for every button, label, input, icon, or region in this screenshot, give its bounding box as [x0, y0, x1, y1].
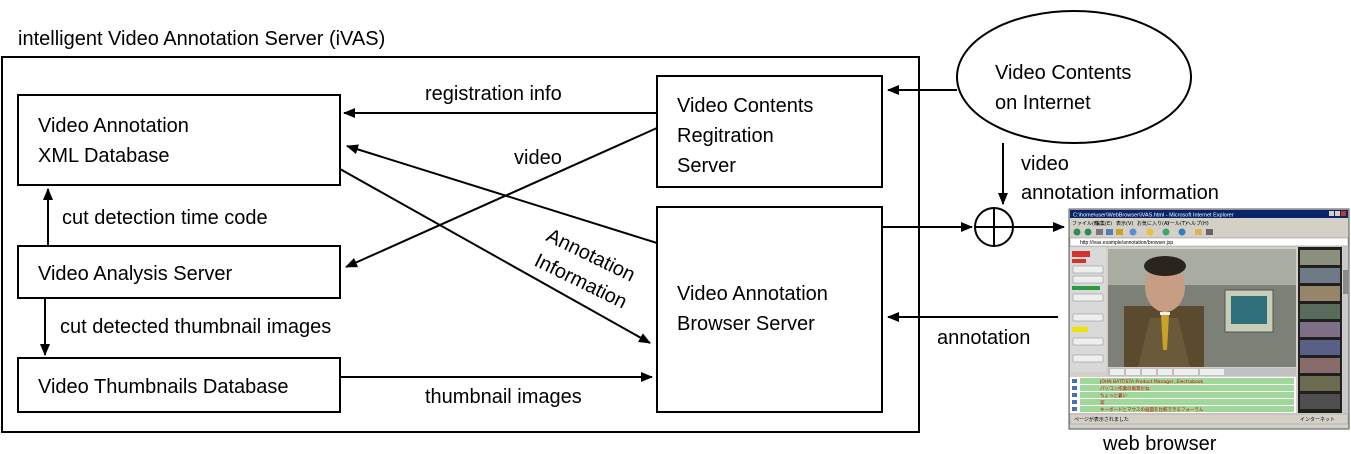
address-text: http://ivas.example/annotation/browser.j… — [1080, 240, 1173, 246]
internet-line-1: Video Contents — [995, 62, 1131, 84]
history-icon[interactable] — [1178, 228, 1186, 236]
mail-icon[interactable] — [1195, 229, 1202, 235]
label-internet-annotation: annotation information — [1021, 182, 1219, 204]
control-button[interactable] — [1072, 354, 1104, 363]
pause-button[interactable] — [1126, 369, 1140, 375]
stop-button[interactable] — [1142, 369, 1156, 375]
play-button[interactable] — [1110, 369, 1124, 375]
browser-toolbar — [1073, 228, 1213, 236]
thumbnail[interactable] — [1300, 340, 1340, 355]
video-frame — [1108, 249, 1296, 367]
registration-line-3: Server — [677, 155, 736, 177]
thumbnail[interactable] — [1300, 304, 1340, 319]
annotation-text: キーボードとマウスの画面を比較できるフォーラム — [1100, 406, 1204, 413]
combine-symbol — [974, 207, 1014, 247]
edge-db-to-browser-server — [339, 168, 651, 344]
label-internet-video: video — [1021, 153, 1069, 175]
control-button[interactable] — [1072, 275, 1104, 284]
control-button[interactable] — [1072, 337, 1104, 346]
menu-item[interactable]: ファイル(F) — [1072, 221, 1099, 227]
menu-item[interactable]: 編集(E) — [1095, 220, 1112, 227]
label-annotation: annotation — [937, 327, 1030, 349]
browser-title-text: C:\home\user\WebBrowser\iVAS.html - Micr… — [1073, 213, 1234, 219]
back-icon[interactable] — [1073, 228, 1081, 236]
seek-button[interactable] — [1174, 369, 1198, 375]
thumbnail[interactable] — [1300, 394, 1340, 409]
home-icon[interactable] — [1116, 229, 1123, 235]
xml-database-box: Video Annotation XML Database — [17, 94, 341, 186]
menu-item[interactable]: お気に入り(A) — [1137, 220, 1169, 227]
maximize-icon[interactable] — [1335, 211, 1340, 216]
annotation-text: JOHN BATTISTA Product Manager, Electrabo… — [1099, 379, 1204, 385]
xml-database-line-2: XML Database — [38, 145, 170, 167]
close-icon[interactable] — [1341, 211, 1346, 216]
edge-video — [345, 127, 658, 268]
browser-server-line-2: Browser Server — [677, 313, 815, 335]
stop-icon[interactable] — [1096, 229, 1103, 235]
web-browser-label: web browser — [1102, 433, 1217, 454]
thumbnail[interactable] — [1300, 286, 1340, 301]
thumbnail[interactable] — [1300, 322, 1340, 337]
address-bar[interactable] — [1069, 237, 1349, 247]
scrollbar[interactable] — [1343, 247, 1348, 413]
status-text: ページが表示されました — [1074, 416, 1129, 423]
internet-ellipse: Video Contents on Internet — [956, 10, 1192, 144]
thumbnails-database-box: Video Thumbnails Database — [17, 357, 341, 413]
ivas-title: intelligent Video Annotation Server (iVA… — [18, 28, 385, 50]
menu-item[interactable]: ヘルプ(H) — [1186, 221, 1209, 227]
analysis-label: Video Analysis Server — [38, 263, 233, 285]
registration-line-2: Regitration — [677, 125, 774, 147]
annotation-text: ちょっと暑い — [1100, 393, 1127, 399]
ivas-boundary — [1, 56, 920, 433]
label-registration-info: registration info — [425, 83, 562, 105]
refresh-icon[interactable] — [1106, 229, 1113, 235]
scrollbar-thumb[interactable] — [1343, 270, 1348, 294]
thumbnail[interactable] — [1300, 250, 1340, 265]
analysis-server-box: Video Analysis Server — [17, 245, 341, 299]
xml-database-line-1: Video Annotation — [38, 115, 189, 137]
registration-line-1: Video Contents — [677, 95, 813, 117]
status-zone: インターネット — [1300, 416, 1335, 423]
thumbnail[interactable] — [1300, 358, 1340, 373]
web-browser-window: C:\home\user\WebBrowser\iVAS.html - Micr… — [1068, 208, 1350, 430]
control-button[interactable] — [1072, 293, 1104, 302]
annotate-button[interactable] — [1200, 369, 1224, 375]
control-button[interactable] — [1072, 265, 1104, 274]
thumbnail[interactable] — [1300, 376, 1340, 391]
annotation-rows: JOHN BATTISTA Product Manager, Electrabo… — [1072, 378, 1294, 413]
minimize-icon[interactable] — [1329, 211, 1334, 216]
label-cut-thumbnails: cut detected thumbnail images — [60, 316, 331, 338]
browser-server-box: Video Annotation Browser Server — [656, 206, 883, 413]
internet-line-2: on Internet — [995, 92, 1091, 114]
thumbnail[interactable] — [1300, 268, 1340, 283]
label-thumbnail-images: thumbnail images — [425, 386, 582, 408]
control-button[interactable] — [1072, 313, 1104, 322]
label-video: video — [514, 147, 562, 169]
registration-server-box: Video Contents Regitration Server — [656, 75, 883, 188]
label-cut-detection: cut detection time code — [62, 207, 268, 229]
favorites-icon[interactable] — [1146, 228, 1154, 236]
search-icon[interactable] — [1129, 228, 1137, 236]
edge-annotation-to-db — [346, 144, 658, 244]
annotation-text: 実 — [1100, 399, 1105, 406]
media-icon[interactable] — [1162, 228, 1170, 236]
annotation-text: パソコン作業の風景だね — [1100, 385, 1150, 392]
forward-icon[interactable] — [1084, 228, 1092, 236]
browser-server-line-1: Video Annotation — [677, 283, 828, 305]
thumbnails-label: Video Thumbnails Database — [38, 376, 289, 398]
print-icon[interactable] — [1206, 229, 1213, 235]
menu-item[interactable]: ツール(T) — [1165, 221, 1187, 227]
rewind-button[interactable] — [1158, 369, 1172, 375]
status-bar — [1069, 413, 1349, 425]
browser-menu-bar: ファイル(F) 編集(E) 表示(V) お気に入り(A) ツール(T) ヘルプ(… — [1072, 220, 1209, 227]
menu-item[interactable]: 表示(V) — [1116, 220, 1133, 227]
